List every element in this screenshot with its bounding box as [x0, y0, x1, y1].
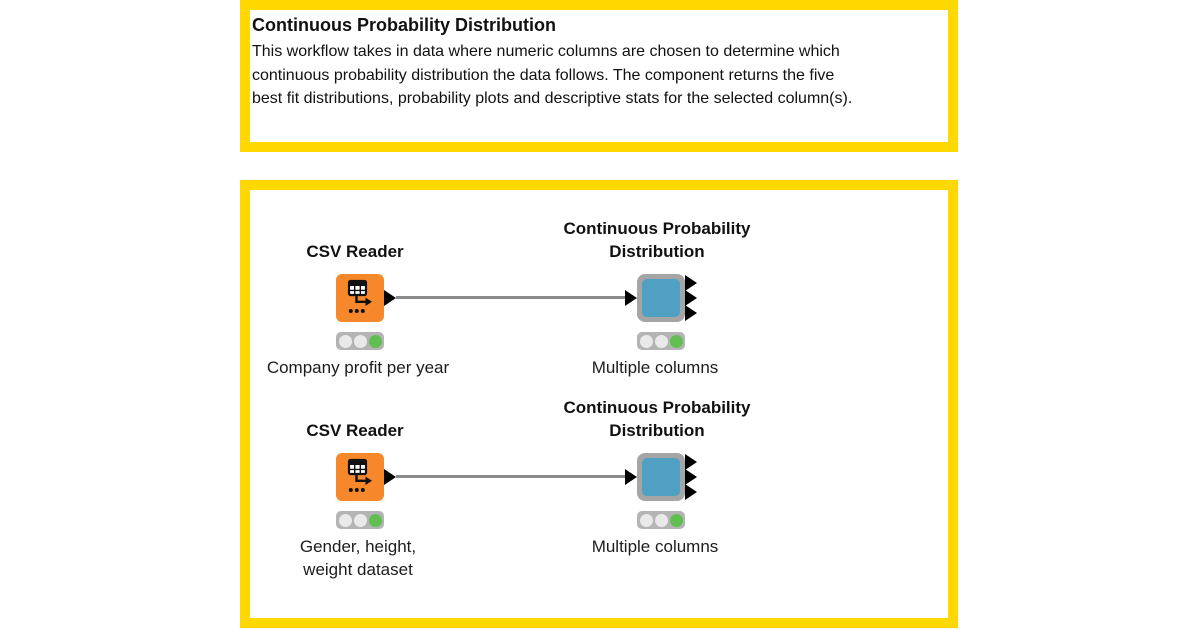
csv-table-export-icon: [347, 458, 372, 492]
annotation-description: This workflow takes in data where numeri…: [252, 43, 853, 107]
status-dot: [338, 334, 352, 348]
node-comment-component-2: Multiple columns: [591, 537, 719, 556]
component-body-icon: [642, 458, 680, 496]
status-dot: [639, 513, 653, 527]
status-dot: [669, 334, 683, 348]
annotation-title: Continuous Probability Distribution: [252, 15, 556, 35]
node-title-csv-reader-1: CSV Reader: [306, 242, 404, 261]
csv-table-export-icon: [347, 279, 372, 313]
connection-wire-2[interactable]: [396, 475, 625, 478]
status-dot: [353, 513, 367, 527]
status-traffic-light-component-1: [637, 332, 685, 350]
continuous-probability-distribution-component-2[interactable]: [637, 453, 685, 501]
status-dot: [654, 513, 668, 527]
node-title-continuous-probability-distribution-2: Continuous Probability Distribution: [563, 398, 751, 440]
status-dot: [669, 513, 683, 527]
workflow-description-annotation: Continuous Probability Distribution This…: [240, 0, 958, 152]
status-traffic-light-csv-2: [336, 511, 384, 529]
csv-reader-node-2[interactable]: [336, 453, 384, 501]
status-dot: [368, 334, 382, 348]
node-comment-csv-1: Company profit per year: [266, 358, 450, 377]
node-title-csv-reader-2: CSV Reader: [306, 421, 404, 440]
continuous-probability-distribution-component-1[interactable]: [637, 274, 685, 322]
status-dot: [654, 334, 668, 348]
connection-wire-1[interactable]: [396, 296, 625, 299]
status-dot: [353, 334, 367, 348]
status-traffic-light-component-2: [637, 511, 685, 529]
workflow-frame-annotation: [240, 180, 958, 628]
status-dot: [639, 334, 653, 348]
status-dot: [368, 513, 382, 527]
status-traffic-light-csv-1: [336, 332, 384, 350]
component-body-icon: [642, 279, 680, 317]
csv-reader-node-1[interactable]: [336, 274, 384, 322]
node-comment-component-1: Multiple columns: [591, 358, 719, 377]
node-title-continuous-probability-distribution-1: Continuous Probability Distribution: [563, 219, 751, 261]
status-dot: [338, 513, 352, 527]
node-comment-csv-2: Gender, height, weight dataset: [299, 537, 417, 579]
